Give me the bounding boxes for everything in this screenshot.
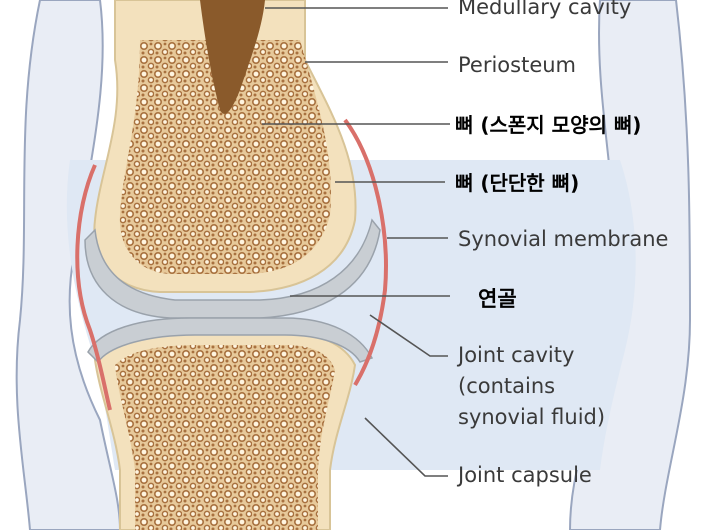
label-joint-cavity-line2: (contains — [458, 371, 605, 402]
label-joint-cavity-line3: synovial fluid) — [458, 402, 605, 433]
label-spongy-bone: 뼈 (스폰지 모양의 뼈) — [455, 110, 641, 141]
label-joint-cavity-line1: Joint cavity — [458, 340, 605, 371]
label-medullary-cavity: Medullary cavity — [458, 0, 631, 23]
label-compact-bone: 뼈 (단단한 뼈) — [455, 168, 579, 199]
label-cartilage: 연골 — [478, 284, 517, 315]
label-joint-cavity: Joint cavity (contains synovial fluid) — [458, 340, 605, 433]
label-periosteum: Periosteum — [458, 50, 576, 81]
label-joint-capsule: Joint capsule — [458, 460, 592, 491]
label-synovial-membrane: Synovial membrane — [458, 224, 668, 255]
spongy-bone-lower — [115, 345, 335, 530]
